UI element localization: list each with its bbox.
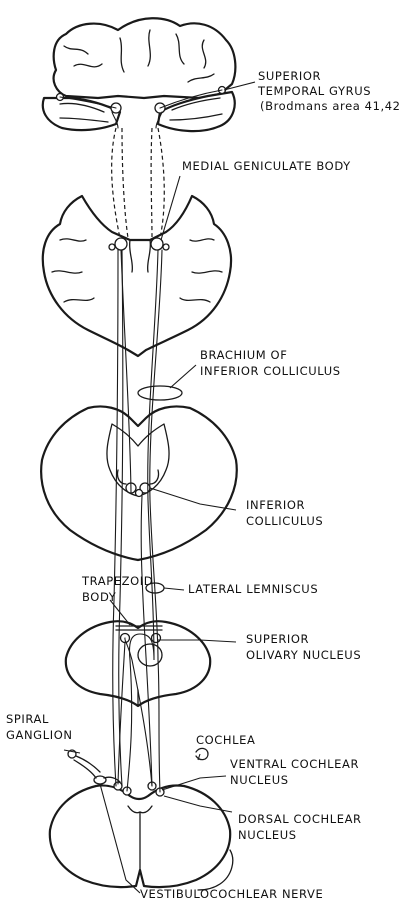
label-vestibulocochlear-nerve: VESTIBULOCOCHLEAR NERVE bbox=[140, 887, 323, 901]
cerebrum-section bbox=[41, 17, 237, 133]
label-spiral-ganglion: SPIRAL GANGLION bbox=[6, 712, 73, 742]
thalamic-section bbox=[41, 194, 233, 358]
brachium-ellipse bbox=[137, 385, 183, 401]
label-superior-temporal-gyrus: SUPERIOR TEMPORAL GYRUS (Brodmans area 4… bbox=[257, 69, 400, 113]
label-ventral-cochlear-nucleus: VENTRAL COCHLEAR NUCLEUS bbox=[230, 757, 363, 787]
label-medial-geniculate-body: MEDIAL GENICULATE BODY bbox=[182, 159, 351, 173]
ascending-fibers bbox=[112, 249, 163, 793]
label-brachium-inferior-colliculus: BRACHIUM OF INFERIOR COLLICULUS bbox=[200, 348, 341, 378]
label-trapezoid-body: TRAPEZOID BODY bbox=[81, 574, 157, 604]
label-inferior-colliculus: INFERIOR COLLICULUS bbox=[246, 498, 323, 528]
label-superior-olivary-nucleus: SUPERIOR OLIVARY NUCLEUS bbox=[246, 632, 361, 662]
leader-lines bbox=[63, 81, 256, 894]
label-lateral-lemniscus: LATERAL LEMNISCUS bbox=[188, 582, 318, 596]
label-cochlea: COCHLEA bbox=[196, 733, 256, 747]
cochlear-nerve-structures bbox=[67, 747, 209, 785]
pons-section bbox=[64, 620, 212, 708]
label-dorsal-cochlear-nucleus: DORSAL COCHLEAR NUCLEUS bbox=[238, 812, 366, 842]
labels: SUPERIOR TEMPORAL GYRUS (Brodmans area 4… bbox=[6, 69, 400, 901]
midbrain-section bbox=[40, 405, 238, 562]
medulla-section bbox=[48, 781, 234, 891]
thalamocortical-radiation bbox=[111, 127, 165, 239]
